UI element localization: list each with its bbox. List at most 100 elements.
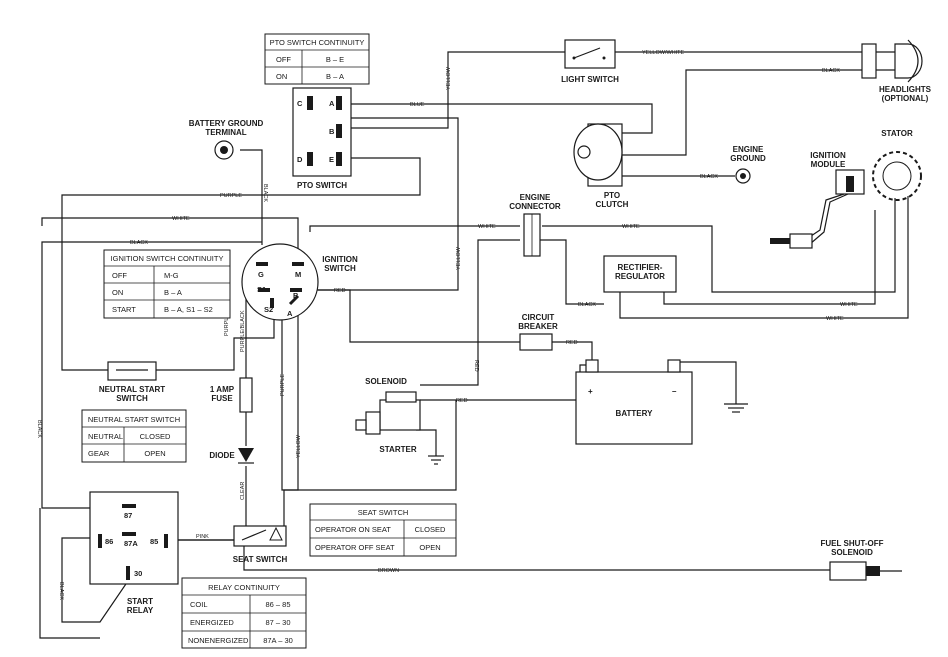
wire-label-red-ignition: RED (334, 288, 346, 294)
table-cell: 86 – 85 (265, 600, 290, 609)
wire-label-black-left: BLACK (36, 420, 42, 438)
wire-label-purple-top: PURPLE (220, 193, 242, 199)
wire-yellow-mid (310, 117, 459, 291)
table-cell: OPERATOR OFF SEAT (315, 543, 395, 552)
table-cell: OPEN (419, 543, 440, 552)
starter-ground-symbol (428, 455, 444, 465)
wire-red-breaker (318, 289, 520, 343)
wire-label-purple-low: PURPLE (280, 374, 286, 396)
wire-label-white-rect2: WHITE (826, 316, 844, 322)
wire-yellow-low (283, 300, 299, 532)
headlights-label: HEADLIGHTS(OPTIONAL) (879, 85, 932, 103)
table-cell: B – E (326, 55, 344, 64)
table-seat-switch: SEAT SWITCH OPERATOR ON SEAT CLOSED OPER… (309, 503, 457, 557)
pto-terminal-c: C (297, 99, 303, 108)
relay-terminal-30: 30 (134, 569, 142, 578)
wire-black-ground-terminal (240, 149, 263, 245)
table-cell: B – A (164, 288, 182, 297)
wire-labels: YELLOW/WHITE BLACK BLUE YELLOW BLACK BLA… (36, 50, 858, 600)
table-cell: 87A – 30 (263, 636, 293, 645)
wire-label-red-solenoid: RED (473, 360, 479, 372)
rectifier-label: RECTIFIER-REGULATOR (615, 263, 665, 281)
rectifier-regulator: RECTIFIER-REGULATOR (603, 255, 677, 293)
wire-purple-top (61, 157, 421, 371)
relay-terminal-85: 85 (150, 537, 158, 546)
ignition-terminal-m: M (295, 270, 301, 279)
seat-switch-label: SEAT SWITCH (233, 555, 288, 564)
table-cell: OPEN (144, 449, 165, 458)
ignition-terminal-a: A (287, 309, 293, 318)
pto-terminal-a: A (329, 99, 335, 108)
wire-red-sol-batt (420, 364, 592, 401)
wire-label-white-ignition: WHITE (478, 224, 496, 230)
table-title: IGNITION SWITCH CONTINUITY (111, 254, 224, 263)
diode-label: DIODE (209, 451, 235, 460)
table-cell: COIL (190, 600, 208, 609)
table-cell: CLOSED (415, 525, 446, 534)
wire-purple (150, 300, 275, 371)
table-neutral-start: NEUTRAL START SWITCH NEUTRAL CLOSED GEAR… (81, 409, 187, 463)
wire-label-red-battery: RED (456, 398, 468, 404)
wire-white-right (542, 198, 896, 293)
solenoid-label: SOLENOID (365, 377, 407, 386)
light-switch: LIGHT SWITCH (561, 39, 619, 84)
table-cell: ENERGIZED (190, 618, 234, 627)
wire-label-pink: PINK (196, 534, 209, 540)
table-cell: OFF (112, 271, 127, 280)
ignition-terminal-g: G (258, 270, 264, 279)
wire-white-ignition (309, 225, 520, 232)
wire-label-yellow-white: YELLOW/WHITE (642, 50, 685, 56)
wire-label-purple: PURPLE (224, 314, 230, 336)
table-cell: CLOSED (140, 432, 171, 441)
relay-terminal-86: 86 (105, 537, 113, 546)
relay-terminal-87: 87 (124, 511, 132, 520)
table-cell: M-G (164, 271, 179, 280)
wire-seat-brown (243, 540, 830, 571)
table-cell: NEUTRAL (88, 432, 123, 441)
wire-label-yellow-mid: YELLOW (456, 246, 462, 270)
wire-label-white-left: WHITE (172, 216, 190, 222)
stator: STATOR (872, 129, 922, 201)
diode: DIODE (209, 448, 254, 464)
pto-terminal-e: E (329, 155, 334, 164)
table-title: SEAT SWITCH (358, 508, 409, 517)
ignition-terminal-s2: S2 (264, 305, 273, 314)
headlights: HEADLIGHTS(OPTIONAL) (861, 39, 932, 103)
wire-starter-ground (416, 429, 437, 456)
battery-label: BATTERY (616, 409, 654, 418)
wire-label-yellow-top: YELLOW (446, 66, 452, 90)
wire-label-white-connector: WHITE (622, 224, 640, 230)
wire-label-red-breaker: RED (566, 340, 578, 346)
pto-terminal-d: D (297, 155, 303, 164)
battery-positive: + (588, 387, 593, 396)
light-switch-label: LIGHT SWITCH (561, 75, 619, 84)
table-relay-continuity: RELAY CONTINUITY COIL 86 – 85 ENERGIZED … (181, 577, 307, 649)
ignition-terminal-b: B (293, 291, 299, 300)
pto-switch: C A B D E PTO SWITCH (292, 87, 352, 190)
wire-purple-low (281, 304, 457, 491)
wire-label-black-terminal: BLACK (262, 184, 268, 202)
table-ignition-continuity: IGNITION SWITCH CONTINUITY OFF M-G ON B … (103, 249, 231, 319)
wire-label-purple-black: PURPLE/BLACK (240, 310, 246, 352)
battery-ground-symbol (724, 403, 748, 413)
ignition-terminal-s1: S1 (257, 285, 266, 294)
table-cell: NONENERGIZED (188, 636, 249, 645)
table-title: NEUTRAL START SWITCH (88, 415, 180, 424)
table-cell: B – A, S1 – S2 (164, 305, 213, 314)
